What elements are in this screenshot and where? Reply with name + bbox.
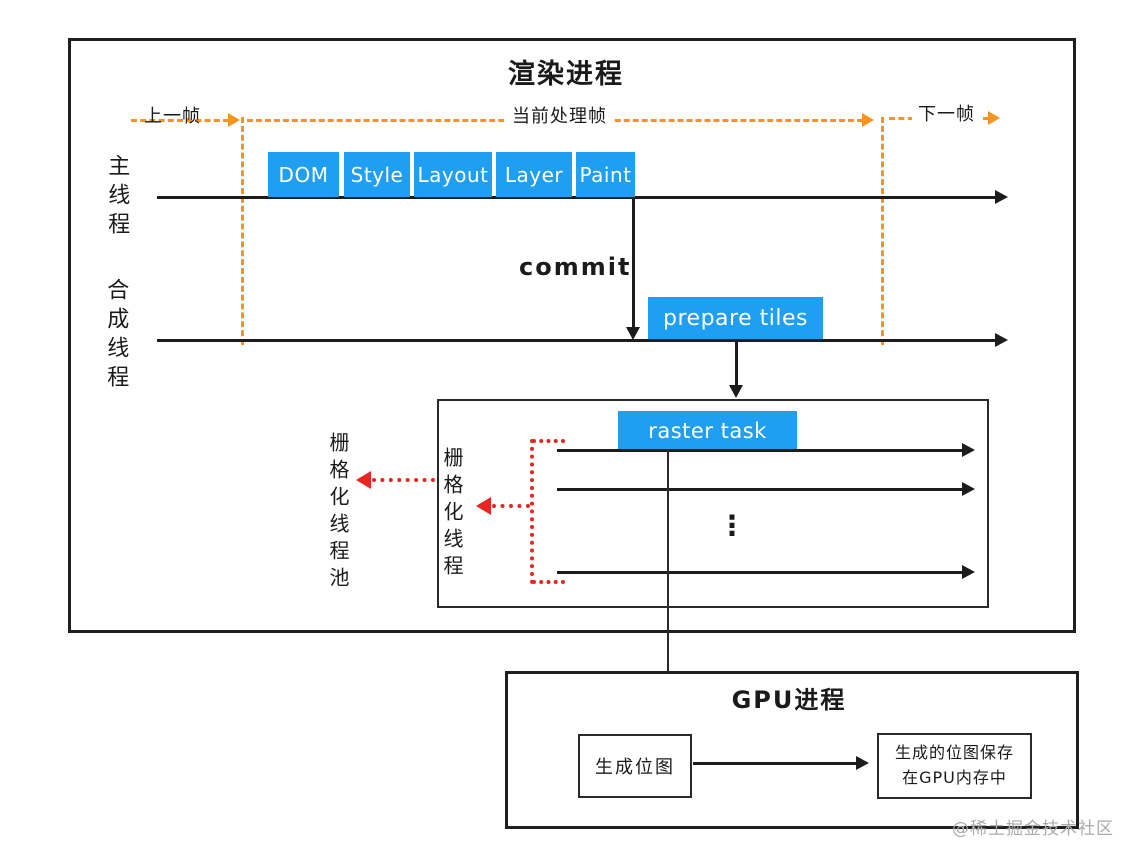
raster-task-box: raster task [618, 411, 797, 450]
bitmap-saved-box: 生成的位图保存 在GPU内存中 [877, 733, 1032, 799]
current-frame-label: 当前处理帧 [506, 102, 613, 128]
main-thread-arrowhead-icon [995, 190, 1008, 204]
compositor-thread-arrowhead-icon [995, 333, 1008, 347]
prepare-tiles-box: prepare tiles [648, 297, 823, 339]
next-frame-label: 下一帧 [912, 100, 981, 126]
raster-bracket-bottom-dotted-line [532, 580, 565, 584]
bitmap-save-arrow-line [693, 762, 858, 765]
prev-frame-arrowhead-icon [228, 113, 240, 127]
stage-dom-box: DOM [268, 152, 339, 197]
pool-red-arrowhead-icon [356, 471, 371, 489]
raster-thread-arrowhead-3-icon [962, 565, 975, 579]
raster-bracket-vertical-dotted-line [530, 439, 534, 584]
thread-red-dotted-line [492, 504, 530, 508]
prepare-tiles-label: prepare tiles [663, 305, 808, 331]
bitmap-saved-line2: 在GPU内存中 [902, 768, 1007, 787]
raster-task-label: raster task [648, 418, 767, 443]
stage-style-label: Style [350, 162, 404, 187]
stage-layer-label: Layer [504, 162, 564, 187]
render-process-title: 渲染进程 [508, 59, 624, 90]
vertical-ellipsis-icon: ⋮ [718, 509, 746, 542]
frame-boundary-right-dashed-line [881, 117, 884, 345]
compositor-thread-label: 合成线程 [103, 278, 129, 394]
raster-thread-arrowhead-1-icon [962, 443, 975, 457]
raster-thread-line-3 [557, 571, 965, 574]
pool-red-dotted-line [372, 478, 435, 482]
commit-arrow-line [632, 199, 635, 329]
watermark: @稀土掘金技术社区 [952, 819, 1114, 839]
raster-bracket-top-dotted-line [532, 439, 565, 443]
main-thread-timeline [157, 196, 997, 199]
stage-style-box: Style [344, 152, 410, 197]
stage-paint-box: Paint [576, 152, 635, 197]
raster-thread-label: 栅格化线程 [440, 447, 464, 582]
stage-layout-box: Layout [414, 152, 492, 197]
prepare-tiles-arrow-line [735, 342, 738, 387]
stage-dom-label: DOM [278, 162, 329, 187]
stage-paint-label: Paint [579, 162, 632, 187]
prepare-tiles-arrowhead-icon [729, 385, 743, 398]
stage-layer-box: Layer [496, 152, 572, 197]
main-thread-label: 主线程 [104, 154, 130, 241]
thread-red-arrowhead-icon [476, 497, 491, 515]
commit-label: commit [519, 253, 632, 281]
raster-to-gpu-arrow-line [667, 450, 669, 716]
commit-arrowhead-icon [626, 327, 640, 340]
bitmap-saved-line1: 生成的位图保存 [894, 743, 1014, 763]
generate-bitmap-label: 生成位图 [595, 757, 675, 778]
raster-thread-line-1 [557, 449, 965, 452]
stage-layout-label: Layout [417, 162, 489, 187]
generate-bitmap-box: 生成位图 [578, 734, 692, 798]
prev-frame-label: 上一帧 [144, 106, 201, 127]
bitmap-saved-label: 生成的位图保存 在GPU内存中 [895, 741, 1014, 791]
prev-frame-dashed-line [131, 119, 229, 122]
gpu-process-title: GPU进程 [731, 686, 847, 714]
raster-thread-line-2 [557, 488, 965, 491]
compositor-thread-timeline [157, 339, 997, 342]
raster-thread-arrowhead-2-icon [962, 482, 975, 496]
current-frame-arrowhead-icon [862, 113, 874, 127]
next-frame-arrowhead-icon [988, 111, 1000, 125]
bitmap-save-arrowhead-icon [856, 756, 869, 770]
frame-boundary-left-dashed-line [241, 117, 244, 345]
raster-pool-label: 栅格化线程池 [326, 432, 350, 594]
